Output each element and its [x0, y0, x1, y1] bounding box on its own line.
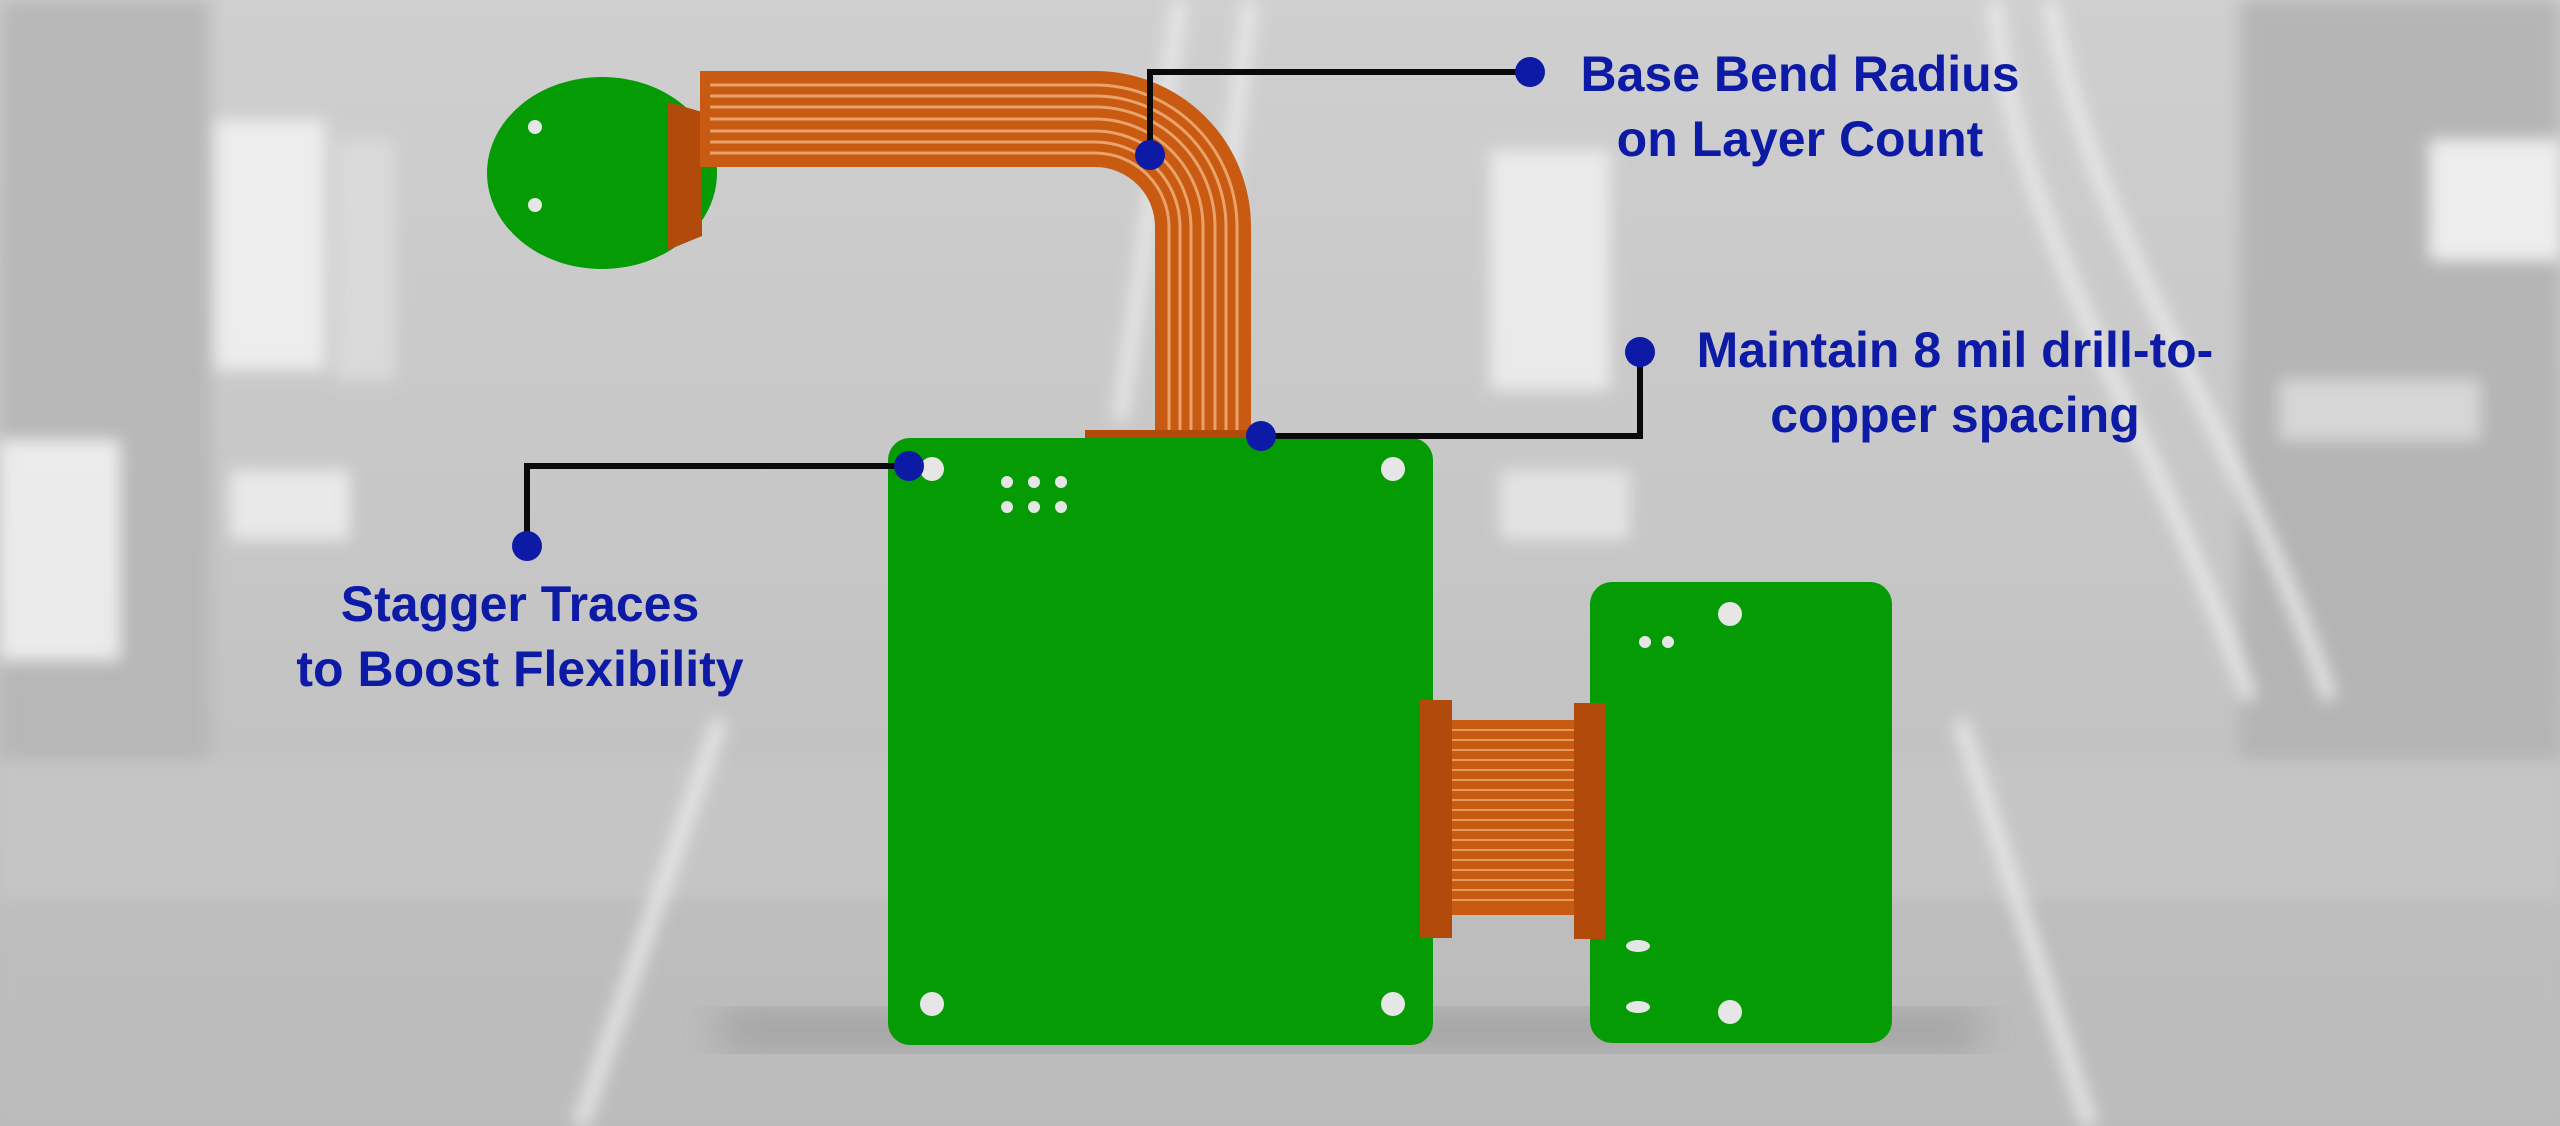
leader-line-bend: [1147, 69, 1530, 153]
callout-drill-spacing-line2: copper spacing: [1770, 387, 2140, 443]
connector-stiffener: [1420, 700, 1452, 938]
via: [1639, 636, 1651, 648]
callout-bend-radius-line2: on Layer Count: [1616, 111, 1984, 167]
mounting-hole: [920, 992, 944, 1016]
via-array: [1001, 476, 1067, 513]
callout-bend-radius: Base Bend Radius on Layer Count: [1500, 42, 2100, 172]
mounting-hole: [1381, 457, 1405, 481]
slot: [1626, 940, 1650, 952]
callout-drill-spacing-line1: Maintain 8 mil drill-to-: [1696, 322, 2214, 378]
callout-dot: [512, 531, 542, 561]
connector-traces: [1450, 729, 1580, 901]
main-rigid-board: [888, 438, 1433, 1045]
callout-dot: [1135, 140, 1165, 170]
callout-stagger-traces-line2: to Boost Flexibility: [296, 641, 744, 697]
callout-stagger-traces-line1: Stagger Traces: [340, 576, 700, 632]
callout-stagger-traces: Stagger Traces to Boost Flexibility: [230, 572, 810, 702]
callout-dot: [894, 451, 924, 481]
leader-line-stagger: [524, 463, 909, 546]
tip-stiffener: [668, 102, 702, 250]
mounting-hole: [528, 198, 542, 212]
callout-dot: [1515, 57, 1545, 87]
slot: [1626, 1001, 1650, 1013]
mounting-hole: [1718, 602, 1742, 626]
via: [1662, 636, 1674, 648]
connector-stiffener: [1574, 703, 1606, 939]
secondary-rigid-board: [1590, 582, 1892, 1043]
mounting-hole: [1381, 992, 1405, 1016]
callout-dot: [1246, 421, 1276, 451]
leader-line-spacing: [1261, 352, 1643, 439]
round-flex-tip-board: [487, 77, 717, 269]
callout-drill-spacing: Maintain 8 mil drill-to- copper spacing: [1640, 318, 2270, 448]
callout-leaders: [512, 57, 1655, 561]
lower-flex-connector: [1420, 700, 1606, 939]
mounting-hole: [528, 120, 542, 134]
mounting-hole: [920, 457, 944, 481]
callout-bend-radius-line1: Base Bend Radius: [1580, 46, 2020, 102]
callout-dot: [1625, 337, 1655, 367]
mounting-hole: [1718, 1000, 1742, 1024]
